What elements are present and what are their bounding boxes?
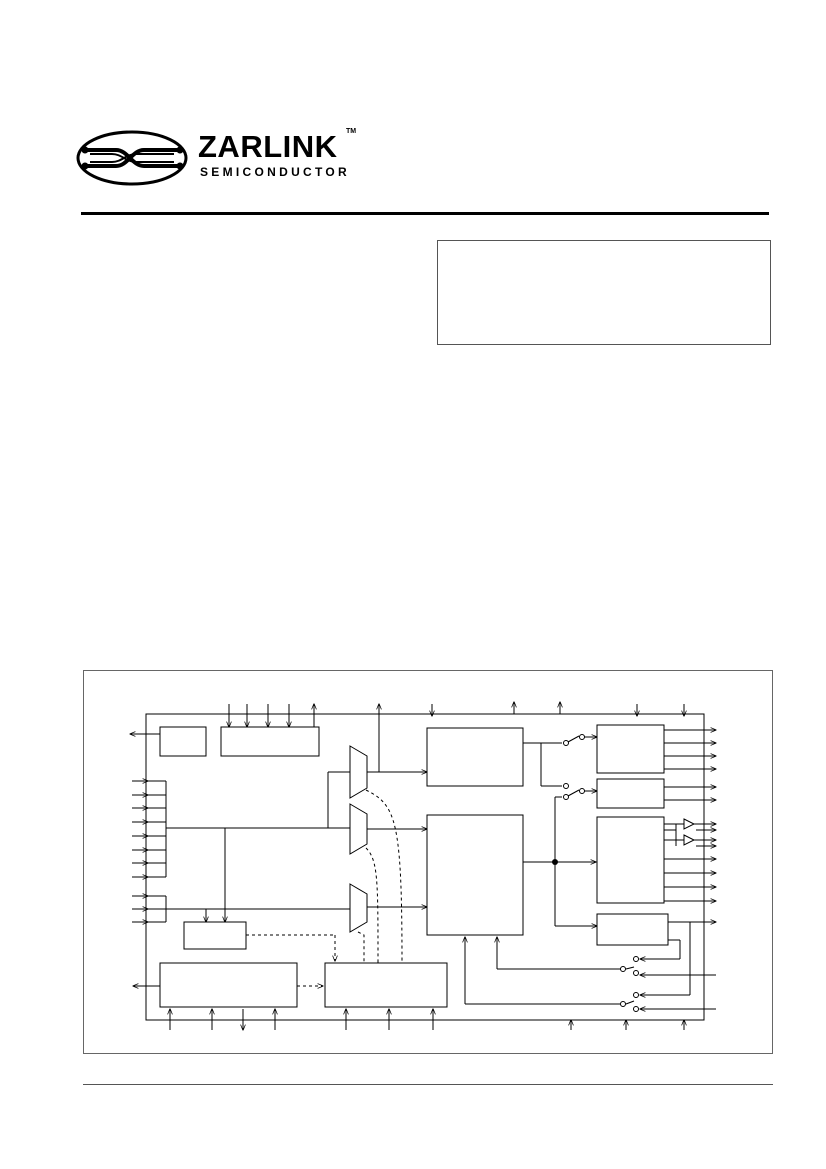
footer-divider	[83, 1084, 773, 1085]
brand-subtitle: SEMICONDUCTOR	[200, 165, 351, 179]
chip-boundary	[145, 713, 705, 1021]
block-i	[596, 778, 665, 809]
figure-frame	[83, 670, 773, 1054]
mux-1	[349, 745, 368, 799]
mux-3	[349, 883, 368, 933]
block-b	[220, 726, 320, 757]
zarlink-swirl-logo-icon	[76, 130, 188, 186]
block-g	[426, 814, 524, 936]
block-f	[426, 727, 524, 787]
mux-2	[349, 803, 368, 855]
company-logo: ZARLINK SEMICONDUCTOR TM	[76, 128, 366, 188]
buffer-1	[683, 818, 696, 830]
buffer-2	[683, 834, 696, 846]
info-box	[437, 240, 771, 345]
block-d	[159, 962, 298, 1008]
block-e	[324, 962, 448, 1008]
block-k	[596, 913, 669, 946]
trademark-mark: TM	[346, 128, 357, 135]
header-divider	[81, 212, 769, 215]
block-h	[596, 724, 665, 774]
brand-name: ZARLINK	[198, 129, 338, 164]
block-j	[596, 816, 665, 904]
block-c	[183, 921, 247, 950]
block-a	[159, 726, 207, 757]
junction-dot	[552, 859, 558, 865]
